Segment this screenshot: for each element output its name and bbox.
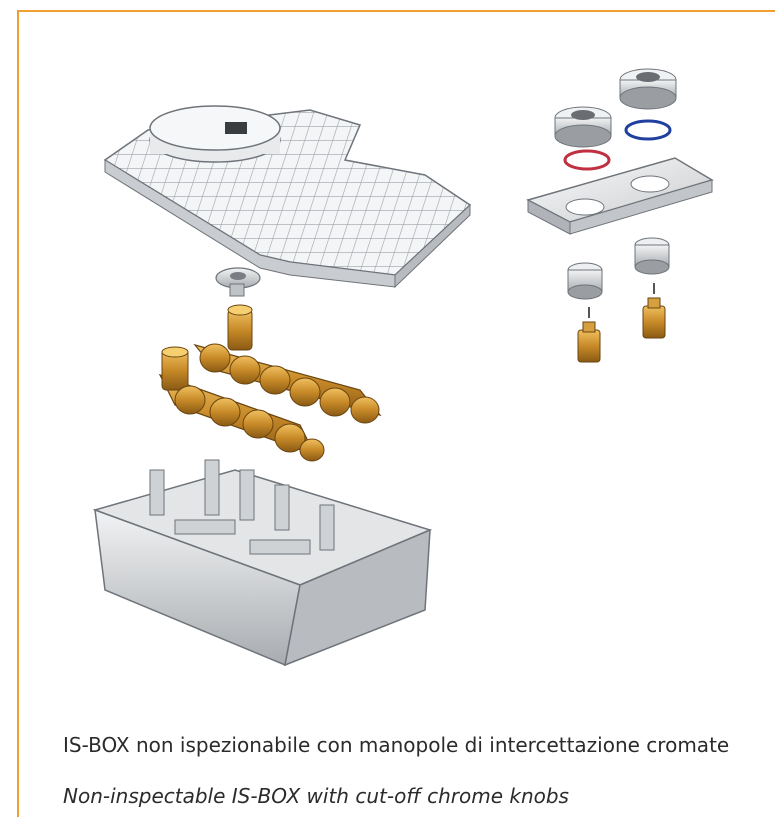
brass-manifold-assembly	[158, 304, 382, 462]
caption-english: Non-inspectable IS-BOX with cut-off chro…	[63, 784, 569, 808]
caption-italian: IS-BOX non ispezionabile con manopole di…	[63, 733, 730, 757]
grid-template-plate	[103, 105, 472, 289]
frame-border-top	[17, 10, 775, 12]
flange-adapter	[215, 267, 261, 297]
frame-border-left	[17, 10, 19, 817]
exploded-assembly-illustration	[92, 68, 714, 667]
chrome-knob-kit	[525, 68, 714, 363]
plastic-in-wall-box	[92, 459, 433, 667]
